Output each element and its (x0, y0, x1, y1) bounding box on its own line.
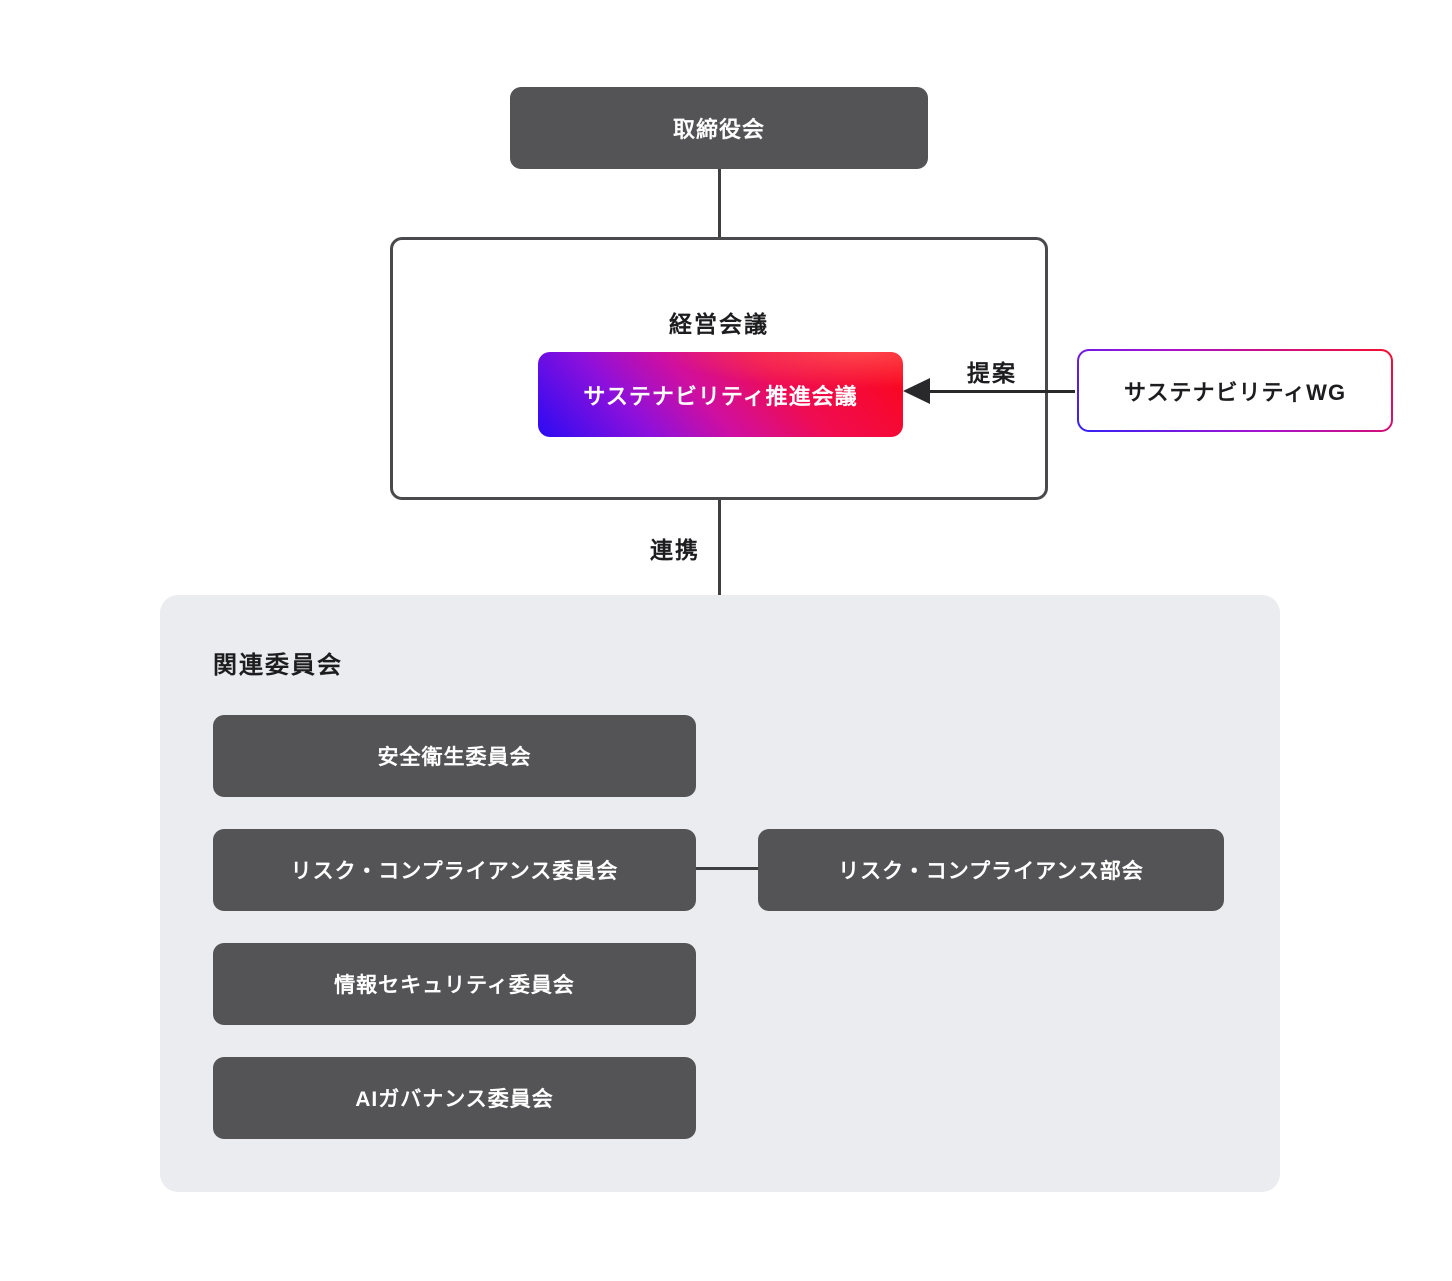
collaboration-label: 連携 (650, 537, 700, 563)
related-committees-panel: 関連委員会 安全衛生委員会 リスク・コンプライアンス委員会 リスク・コンプライア… (160, 595, 1280, 1192)
risk-compliance-subcommittee-node: リスク・コンプライアンス部会 (758, 829, 1224, 911)
committee-information-security: 情報セキュリティ委員会 (213, 943, 696, 1025)
connector-management-to-committees (718, 500, 721, 595)
board-of-directors-label: 取締役会 (672, 117, 765, 142)
management-meeting-box: 経営会議 サステナビリティ推進会議 (390, 237, 1048, 500)
committee-label: 安全衛生委員会 (377, 746, 532, 769)
committee-safety-health: 安全衛生委員会 (213, 715, 696, 797)
related-committees-title: 関連委員会 (213, 652, 343, 679)
sustainability-wg-node: サステナビリティWG (1077, 349, 1393, 432)
sustainability-council-label: サステナビリティ推進会議 (583, 383, 858, 409)
committee-label: 情報セキュリティ委員会 (334, 974, 575, 997)
sustainability-wg-label: サステナビリティWG (1079, 351, 1391, 430)
committee-ai-governance: AIガバナンス委員会 (213, 1057, 696, 1139)
management-meeting-title: 経営会議 (669, 311, 769, 337)
proposal-arrow-line (926, 390, 1075, 393)
committee-label: AIガバナンス委員会 (355, 1088, 554, 1111)
board-of-directors-node: 取締役会 (510, 87, 928, 169)
sustainability-council-node: サステナビリティ推進会議 (538, 352, 903, 437)
proposal-label: 提案 (967, 360, 1017, 386)
committee-label: リスク・コンプライアンス委員会 (290, 860, 619, 883)
connector-committee-to-subcommittee (696, 867, 758, 870)
proposal-arrowhead-icon (903, 378, 930, 404)
subcommittee-label: リスク・コンプライアンス部会 (838, 860, 1144, 883)
connector-board-to-management (718, 169, 721, 237)
committee-risk-compliance: リスク・コンプライアンス委員会 (213, 829, 696, 911)
